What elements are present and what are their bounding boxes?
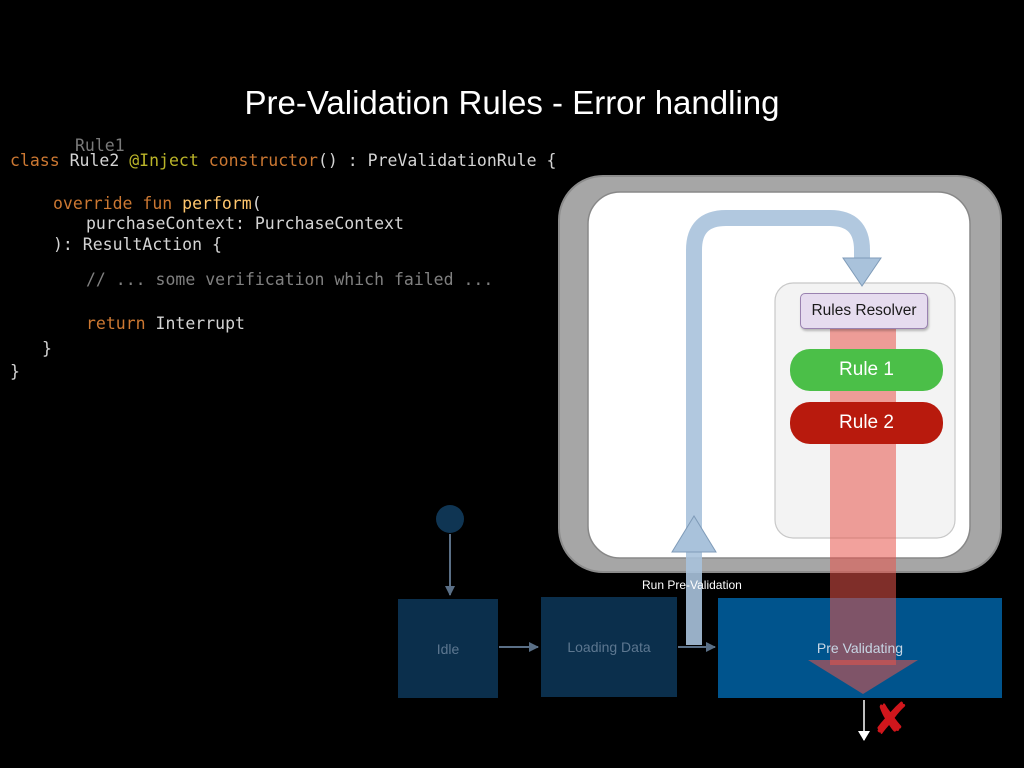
code-line-5: // ... some verification which failed ..… [86,270,494,289]
code-token: @Inject [129,151,209,170]
error-x-icon: ✘ [872,694,909,745]
error-flow-arrowhead [808,660,918,694]
rules-resolver-label: Rules Resolver [800,293,928,329]
code-line-7: } [42,339,52,358]
state-idle [398,599,498,698]
code-token: override fun [53,194,183,213]
code-line-6: return Interrupt [86,314,245,333]
rule-2-pill: Rule 2 [790,402,943,444]
code-line-4: ): ResultAction { [53,235,222,254]
state-loading-label: Loading Data [567,639,651,655]
state-idle-label: Idle [436,640,460,657]
code-token: constructor [208,151,318,170]
rule-1-pill: Rule 1 [790,349,943,391]
code-ghost-rule1: Rule1 [75,136,125,155]
flow-arrowhead-down [842,257,882,287]
code-line-2: override fun perform( [53,194,262,213]
code-token: perform [182,194,252,213]
code-token: return [86,314,156,333]
code-token: ( [251,194,262,213]
state-loading [541,597,677,697]
code-token: Rule2 [69,151,130,170]
transition-label: Run Pre-Validation [642,578,742,592]
code-line-8: } [10,362,20,381]
code-token: Interrupt [155,314,245,333]
initial-state-dot [436,505,464,533]
slide-title: Pre-Validation Rules - Error handling [244,84,780,121]
state-prevalidating-label: Pre Validating [816,640,904,656]
flow-arrowhead-up [671,515,717,553]
code-line-1: class Rule2 @Inject constructor() : PreV… [10,151,556,170]
code-line-3: purchaseContext: PurchaseContext [86,214,404,233]
code-token: class [10,151,70,170]
code-block: class Rule2 @Inject constructor() : PreV… [0,0,556,381]
code-token: () : PreValidationRule { [317,151,557,170]
flow-path [686,210,870,645]
